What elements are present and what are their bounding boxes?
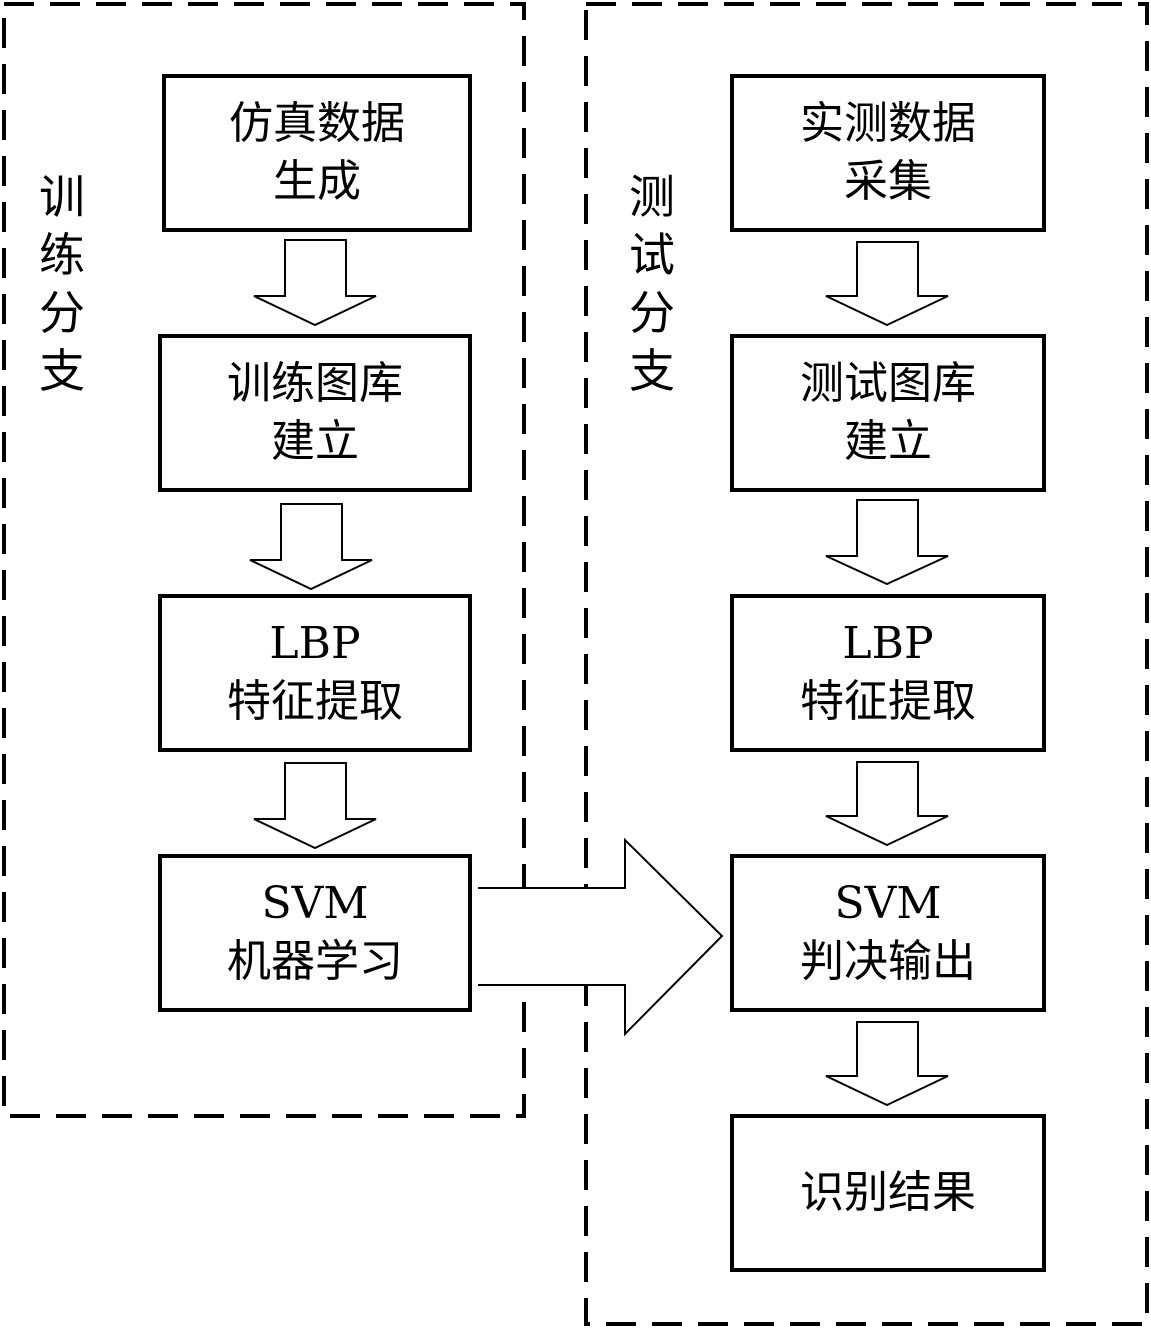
step-line: 建立 <box>271 416 359 467</box>
step-line: 测试图库 <box>800 358 976 409</box>
testing-step-svm-decision: SVM 判决输出 <box>730 854 1046 1012</box>
testing-label-char: 试 <box>629 228 675 282</box>
training-step-library-build: 训练图库 建立 <box>158 334 472 492</box>
training-step-lbp-extraction: LBP 特征提取 <box>158 594 472 752</box>
testing-step-recognition-result: 识别结果 <box>730 1114 1046 1272</box>
step-line: 建立 <box>844 416 932 467</box>
training-arrow-1 <box>253 239 377 327</box>
training-step-simulation-data: 仿真数据 生成 <box>162 74 472 232</box>
step-line: 特征提取 <box>800 676 976 727</box>
training-arrow-2 <box>249 503 373 591</box>
training-label-char: 分 <box>39 286 85 340</box>
testing-label-char: 测 <box>629 170 675 224</box>
testing-step-measured-data: 实测数据 采集 <box>730 74 1046 232</box>
step-line: 识别结果 <box>800 1167 976 1218</box>
training-label-char: 支 <box>39 344 85 398</box>
step-line: LBP <box>269 618 361 669</box>
testing-label-char: 分 <box>629 286 675 340</box>
step-line: 机器学习 <box>227 936 403 987</box>
step-line: 特征提取 <box>227 676 403 727</box>
step-line: SVM <box>261 878 369 929</box>
testing-step-library-build: 测试图库 建立 <box>730 334 1046 492</box>
training-branch-container <box>2 2 526 1118</box>
step-line: 判决输出 <box>800 936 976 987</box>
testing-branch-container <box>584 2 1149 1326</box>
training-label-char: 练 <box>39 228 85 282</box>
step-line: 采集 <box>844 156 932 207</box>
testing-label-char: 支 <box>629 344 675 398</box>
testing-arrow-3 <box>825 761 949 847</box>
step-line: 训练图库 <box>227 358 403 409</box>
training-arrow-3 <box>253 762 377 850</box>
step-line: 仿真数据 <box>229 98 405 149</box>
testing-arrow-1 <box>825 241 949 327</box>
model-transfer-arrow <box>478 837 724 1037</box>
step-line: 实测数据 <box>800 98 976 149</box>
testing-step-lbp-extraction: LBP 特征提取 <box>730 594 1046 752</box>
training-label-char: 训 <box>39 170 85 224</box>
testing-arrow-2 <box>825 499 949 586</box>
step-line: 生成 <box>273 156 361 207</box>
step-line: LBP <box>842 618 934 669</box>
testing-branch-label: 测 试 分 支 <box>622 168 682 400</box>
step-line: SVM <box>834 878 942 929</box>
training-branch-label: 训 练 分 支 <box>32 168 92 400</box>
training-step-svm-learning: SVM 机器学习 <box>158 854 472 1012</box>
testing-arrow-4 <box>825 1021 949 1107</box>
